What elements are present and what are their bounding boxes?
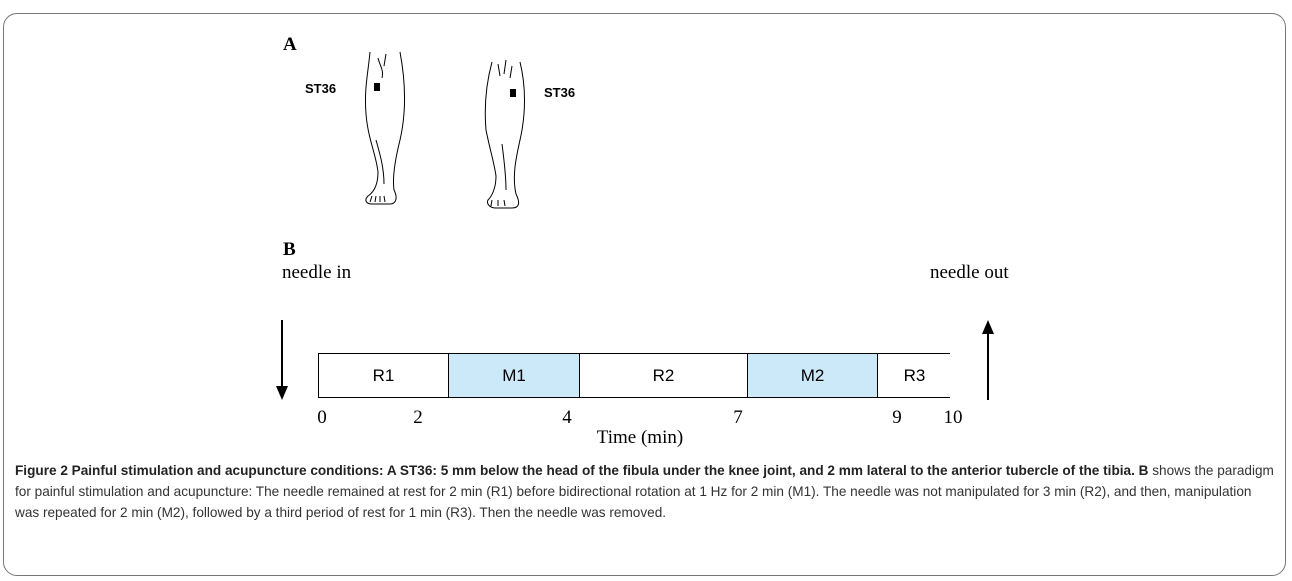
right-st36-marker bbox=[510, 89, 516, 97]
legs-illustration bbox=[340, 44, 580, 214]
timeline-segment-m2: M2 bbox=[748, 354, 878, 397]
figure-caption: Figure 2 Painful stimulation and acupunc… bbox=[15, 460, 1277, 523]
needle-in-label: needle in bbox=[282, 262, 351, 284]
needle-out-arrow bbox=[978, 318, 998, 403]
tick-label-2: 2 bbox=[413, 407, 423, 429]
left-st36-label: ST36 bbox=[305, 81, 336, 96]
tick-label-4: 4 bbox=[562, 407, 572, 429]
needle-in-arrow bbox=[272, 318, 292, 403]
timeline-segment-r2: R2 bbox=[580, 354, 748, 397]
caption-bold: Figure 2 Painful stimulation and acupunc… bbox=[15, 463, 1148, 478]
timeline-segment-r1: R1 bbox=[319, 354, 449, 397]
timeline-segment-m1: M1 bbox=[449, 354, 580, 397]
timeline-segment-r3: R3 bbox=[878, 354, 951, 397]
panel-b-label: B bbox=[283, 239, 296, 261]
right-leg-drawing bbox=[485, 60, 524, 208]
left-leg-drawing bbox=[365, 52, 404, 204]
tick-label-10: 10 bbox=[944, 407, 963, 429]
left-st36-marker bbox=[374, 83, 380, 91]
right-st36-label: ST36 bbox=[544, 85, 575, 100]
needle-out-label: needle out bbox=[930, 262, 1009, 284]
panel-a-label: A bbox=[283, 34, 297, 56]
time-axis-label: Time (min) bbox=[580, 427, 700, 449]
tick-label-9: 9 bbox=[892, 407, 902, 429]
tick-label-0: 0 bbox=[317, 407, 327, 429]
tick-label-7: 7 bbox=[733, 407, 743, 429]
